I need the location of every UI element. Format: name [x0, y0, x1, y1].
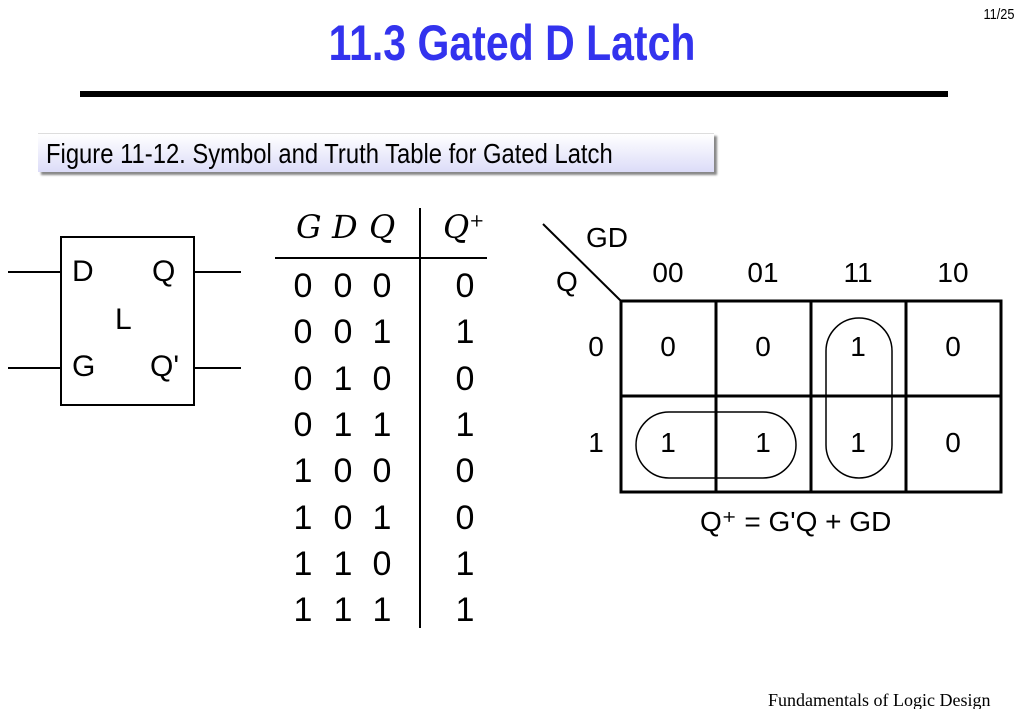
kmap-diagonal	[542, 223, 622, 302]
truth-table-cell: 0	[372, 267, 392, 305]
truth-table-cell: 1	[455, 591, 475, 630]
loop-gd	[825, 317, 893, 479]
truth-table-cell: 1	[333, 405, 353, 444]
g-label: G	[72, 350, 96, 383]
truth-table-cell: 0	[455, 359, 475, 398]
truth-table-cell: 0	[293, 405, 313, 444]
truth-table-cell: 0	[333, 452, 353, 491]
kmap-col-label: 01	[747, 257, 779, 288]
truth-table-cell: 1	[455, 313, 475, 352]
kmap-col-label: 10	[937, 257, 969, 288]
truth-table-cell: 1	[333, 359, 353, 398]
kmap-equation: Q⁺ = G'Q + GD	[700, 506, 892, 537]
truth-table-cell: 0	[455, 267, 475, 305]
truth-table-cell: 1	[293, 498, 313, 537]
truth-table-cell: 1	[372, 313, 392, 352]
truth-table-cell: 0	[293, 313, 313, 352]
qbar-label: Q'	[150, 350, 180, 383]
d-label: D	[72, 255, 94, 288]
kmap-col-label: 11	[843, 257, 873, 288]
truth-table-cell: 0	[455, 452, 475, 491]
header-qplus: Q+	[443, 208, 485, 246]
truth-table-cell: 0	[293, 267, 313, 305]
figure-caption: Figure 11-12. Symbol and Truth Table for…	[46, 138, 613, 169]
truth-table-cell: 0	[372, 452, 392, 491]
qbar-output-wire	[193, 367, 241, 369]
footer: Fundamentals of Logic Design	[768, 690, 991, 709]
kmap-col-label: 00	[652, 257, 684, 288]
page-number: 11/25	[983, 6, 1014, 23]
truth-table-cell: 1	[293, 544, 313, 583]
kmap-cell: 0	[945, 427, 961, 458]
kmap-cell: 0	[660, 331, 676, 362]
kmap-cell: 0	[945, 331, 961, 362]
q-label: Q	[152, 255, 176, 288]
header-g: G	[296, 208, 322, 246]
truth-table-cell: 1	[333, 591, 353, 630]
truth-table-cell: 0	[333, 267, 353, 305]
loop-gbar-q	[635, 411, 797, 479]
slide-title: 11.3 Gated D Latch	[328, 15, 696, 71]
truth-table-cell: 1	[333, 544, 353, 583]
truth-table-cell: 0	[372, 359, 392, 398]
truth-table-cell: 1	[372, 591, 392, 630]
kmap-col-var: GD	[586, 222, 628, 253]
truth-table-cell: 1	[372, 405, 392, 444]
truth-table-cell: 1	[293, 452, 313, 491]
truth-table-cell: 0	[293, 359, 313, 398]
figure-caption-box: Figure 11-12. Symbol and Truth Table for…	[38, 133, 714, 172]
latch-name: L	[115, 303, 132, 336]
truth-table-cell: 1	[455, 544, 475, 583]
header-q: Q	[369, 208, 396, 246]
kmap-row-label: 0	[588, 331, 604, 362]
kmap-cell: 1	[850, 331, 866, 362]
truth-table-cell: 0	[455, 498, 475, 537]
truth-table-cell: 1	[293, 591, 313, 630]
kmap-cell: 1	[755, 427, 771, 458]
kmap-cell: 1	[660, 427, 676, 458]
kmap-cell: 1	[850, 427, 866, 458]
q-output-wire	[193, 271, 241, 273]
latch-symbol	[60, 236, 195, 406]
kmap-row-label: 1	[588, 427, 604, 458]
truth-table-cell: 0	[372, 544, 392, 583]
table-column-rule	[419, 208, 421, 628]
truth-table-cell: 1	[455, 405, 475, 444]
truth-table-cell: 1	[372, 498, 392, 537]
truth-table-cell: 0	[333, 313, 353, 352]
kmap-cell: 0	[755, 331, 771, 362]
g-input-wire	[8, 367, 60, 369]
title-divider	[80, 91, 948, 97]
d-input-wire	[8, 271, 60, 273]
header-d: D	[332, 208, 358, 246]
truth-table-cell: 0	[333, 498, 353, 537]
table-header-rule	[275, 257, 487, 259]
kmap-row-var: Q	[556, 266, 578, 297]
